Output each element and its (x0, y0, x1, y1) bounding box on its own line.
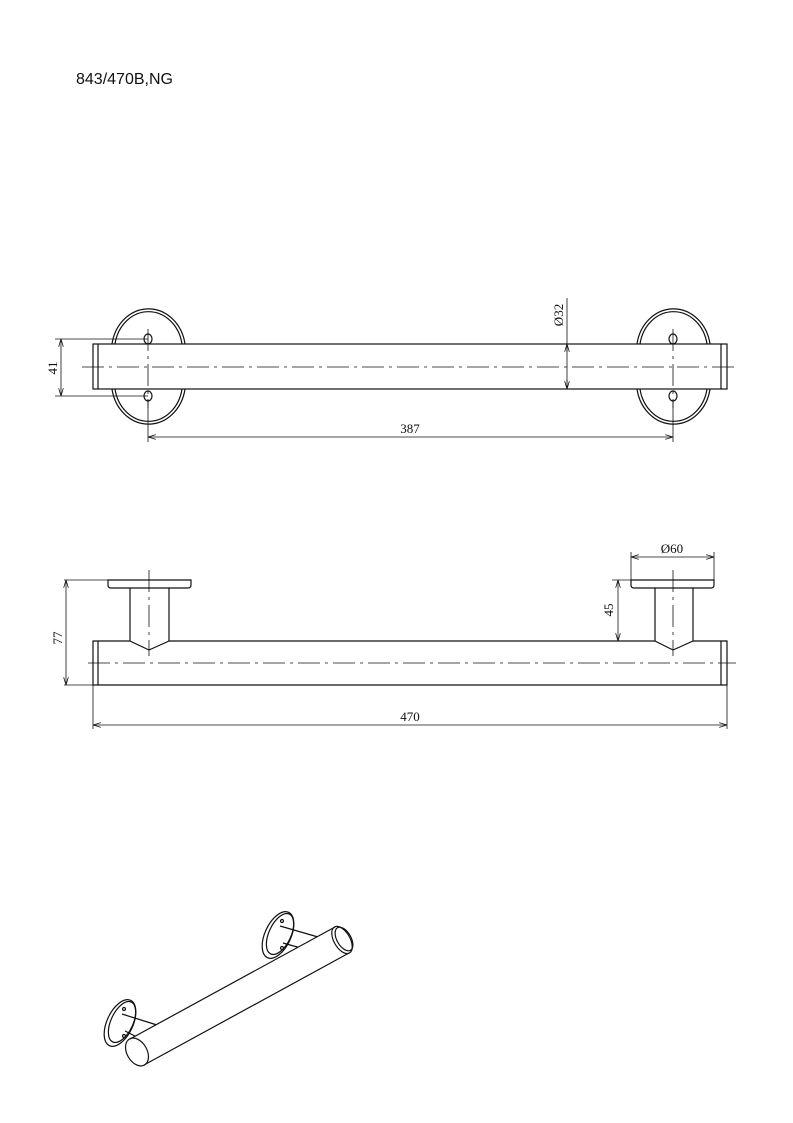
dimension-41: 41 (45, 338, 148, 397)
right-post (630, 570, 715, 656)
dim-label-45: 45 (601, 604, 616, 617)
dimension-470: 470 (92, 685, 728, 729)
part-number: 843/470B,NG (76, 71, 173, 88)
dimension-77: 77 (50, 579, 108, 686)
left-rosette (111, 308, 186, 425)
dimension-45: 45 (586, 579, 631, 642)
dim-label-d32: Ø32 (551, 304, 566, 326)
dim-label-77: 77 (50, 631, 65, 645)
iso-left-rosette (103, 999, 158, 1047)
isometric-view (103, 911, 354, 1067)
dim-label-d60: Ø60 (661, 541, 683, 556)
bar-top (82, 343, 738, 390)
dim-label-470: 470 (400, 709, 420, 724)
left-post (107, 570, 192, 656)
dimension-387: 387 (147, 400, 674, 442)
right-rosette (636, 308, 711, 425)
dim-label-41: 41 (45, 362, 60, 375)
dimension-d60: Ø60 (630, 541, 715, 580)
dim-label-387: 387 (400, 421, 420, 436)
dimension-d32: Ø32 (551, 298, 567, 389)
top-view: 41 387 Ø32 (45, 298, 738, 442)
side-view: 77 45 Ø60 470 (50, 541, 736, 729)
bar-side (88, 640, 736, 686)
iso-bar (124, 925, 354, 1067)
iso-right-rosette (261, 911, 319, 959)
